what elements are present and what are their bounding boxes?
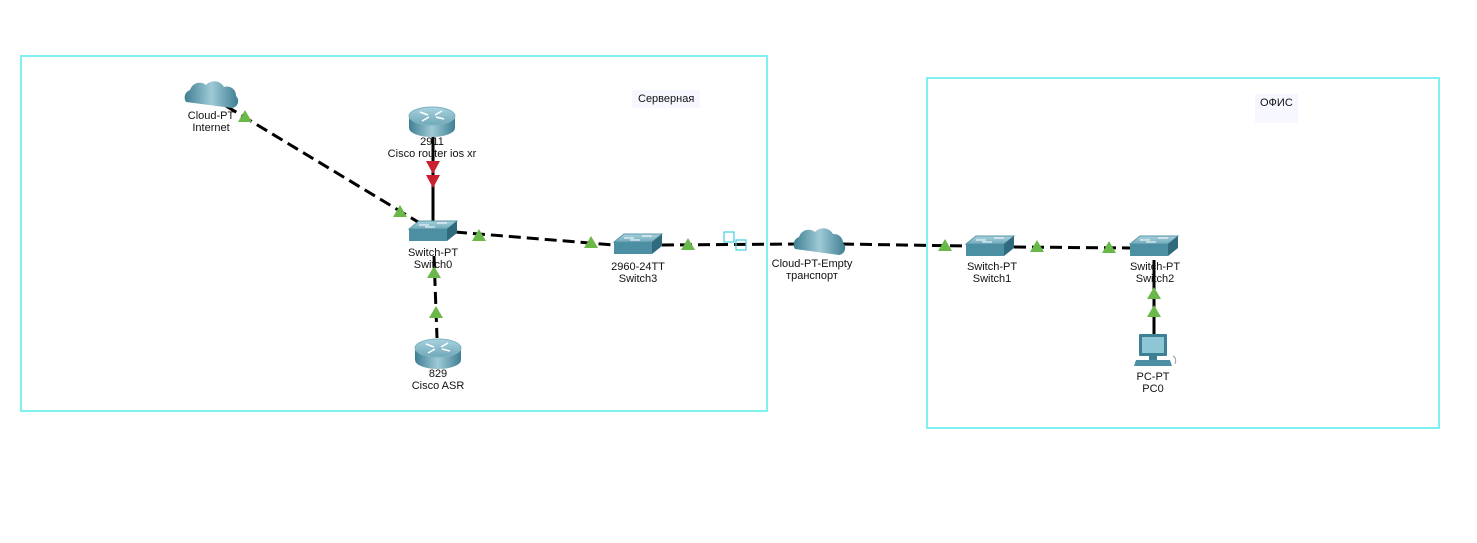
device-name: Switch0: [413, 259, 453, 271]
device-switch3-icon[interactable]: [612, 233, 664, 254]
link-status-up-icon: [429, 306, 443, 318]
device-pc0-icon[interactable]: [1134, 334, 1177, 366]
link-status-down-icon: [426, 161, 440, 174]
link-status-up-icon: [238, 110, 252, 122]
device-model: 2960-24TT: [611, 261, 665, 273]
device-name: Internet: [192, 122, 230, 134]
zone-server[interactable]: [20, 55, 768, 412]
link-status-up-icon: [427, 266, 441, 278]
device-model: Switch-PT: [966, 261, 1018, 273]
device-name: PC0: [1142, 383, 1164, 395]
device-model: 2911: [420, 136, 444, 148]
device-router829-icon[interactable]: [414, 338, 462, 369]
selection-handle[interactable]: [735, 239, 747, 251]
device-switch0-icon[interactable]: [407, 220, 459, 241]
device-model: 829: [428, 368, 448, 380]
device-router2911-icon[interactable]: [408, 106, 456, 137]
device-name: Cisco router ios xr: [387, 148, 477, 160]
device-model: PC-PT: [1136, 371, 1170, 383]
link-switch0-router829[interactable]: [432, 255, 439, 339]
link-internet-switch0[interactable]: [225, 104, 424, 227]
device-model: Switch-PT: [407, 247, 459, 259]
device-model: Cloud-PT-Empty: [771, 258, 853, 270]
link-status-up-icon: [1147, 287, 1161, 299]
link-status-up-icon: [584, 236, 598, 248]
link-status-up-icon: [1030, 240, 1044, 252]
device-name: Switch1: [972, 273, 1012, 285]
link-status-up-icon: [393, 205, 407, 217]
link-status-up-icon: [681, 238, 695, 250]
device-internet-icon[interactable]: [184, 81, 239, 108]
zone-label-server[interactable]: Серверная: [632, 90, 701, 108]
zone-office[interactable]: [926, 77, 1440, 429]
device-name: транспорт: [786, 270, 838, 282]
device-name: Cisco ASR: [411, 380, 465, 392]
link-status-up-icon: [938, 239, 952, 251]
link-status-up-icon: [1102, 241, 1116, 253]
device-name: Switch3: [618, 273, 658, 285]
link-status-down-icon: [426, 175, 440, 188]
device-switch1-icon[interactable]: [964, 235, 1016, 256]
selection-handle[interactable]: [723, 231, 735, 243]
device-model: Cloud-PT: [187, 110, 235, 122]
device-transport-icon[interactable]: [793, 228, 846, 255]
device-model: Switch-PT: [1129, 261, 1181, 273]
zone-label-office[interactable]: ОФИС: [1255, 94, 1298, 123]
link-status-up-icon: [1147, 305, 1161, 317]
device-name: Switch2: [1135, 273, 1175, 285]
link-transport-switch1[interactable]: [841, 242, 967, 248]
device-switch2-icon[interactable]: [1128, 235, 1180, 256]
link-status-up-icon: [472, 229, 486, 241]
